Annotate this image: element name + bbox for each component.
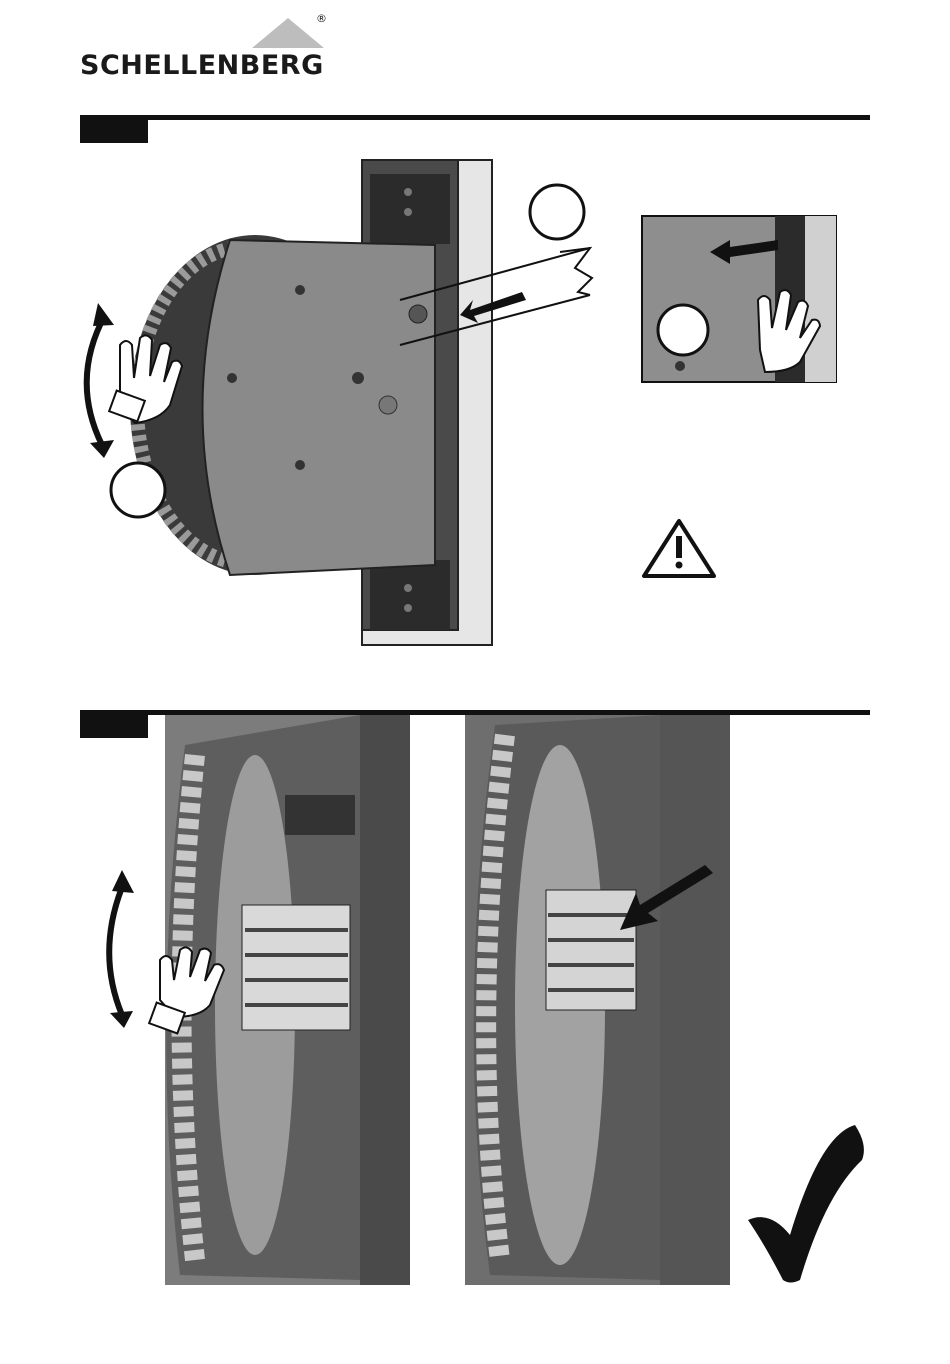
warning-triangle-icon <box>644 521 714 576</box>
section-divider-1 <box>80 115 870 120</box>
inset-callout-circle <box>658 305 708 355</box>
callout-circle-1 <box>530 185 584 239</box>
double-arrow-icon <box>87 303 114 458</box>
step-1-illustration <box>0 140 950 680</box>
reel-view-right <box>465 715 730 1285</box>
brand-name: SCHELLENBERG <box>80 50 324 81</box>
registered-mark: ® <box>316 12 327 25</box>
step-2-illustration <box>0 715 950 1355</box>
checkmark-icon <box>748 1125 864 1283</box>
double-arrow-icon <box>109 870 134 1028</box>
inset-detail <box>642 216 836 382</box>
callout-circle-2 <box>111 463 165 517</box>
belt-winder-housing <box>130 235 435 575</box>
